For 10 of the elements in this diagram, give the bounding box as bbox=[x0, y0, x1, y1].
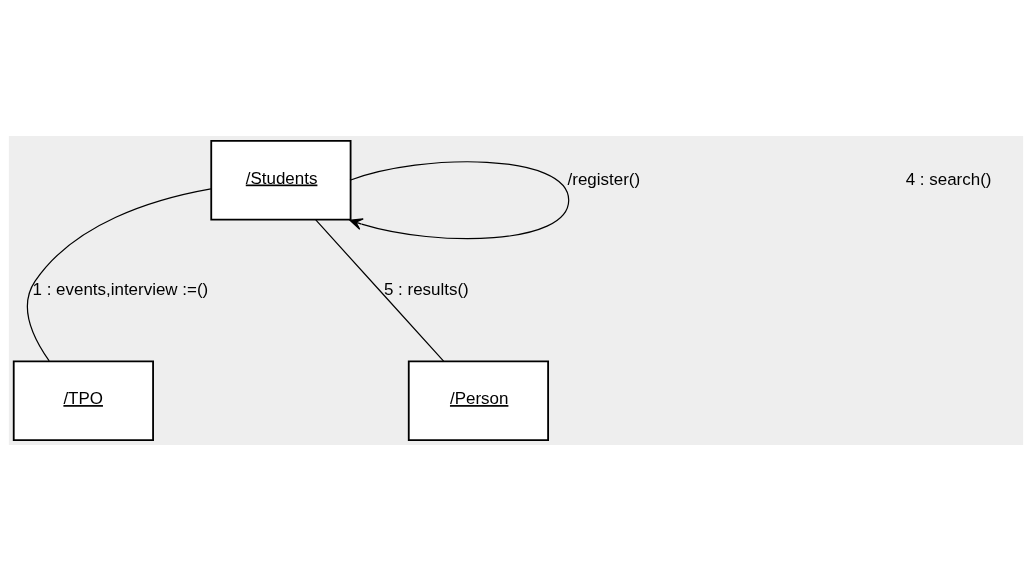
edge-label: 1 : events,interview :=() bbox=[32, 279, 209, 299]
arrow bbox=[349, 160, 570, 239]
connector bbox=[26, 187, 212, 361]
node-box: /TPO bbox=[12, 359, 154, 441]
node-box: /Students bbox=[210, 139, 352, 220]
edge-label: /register() bbox=[567, 169, 641, 189]
connector bbox=[315, 218, 445, 362]
node-box: /Person bbox=[407, 359, 549, 441]
label: 4 : search() bbox=[905, 169, 992, 189]
edge-label: 5 : results() bbox=[383, 279, 469, 299]
